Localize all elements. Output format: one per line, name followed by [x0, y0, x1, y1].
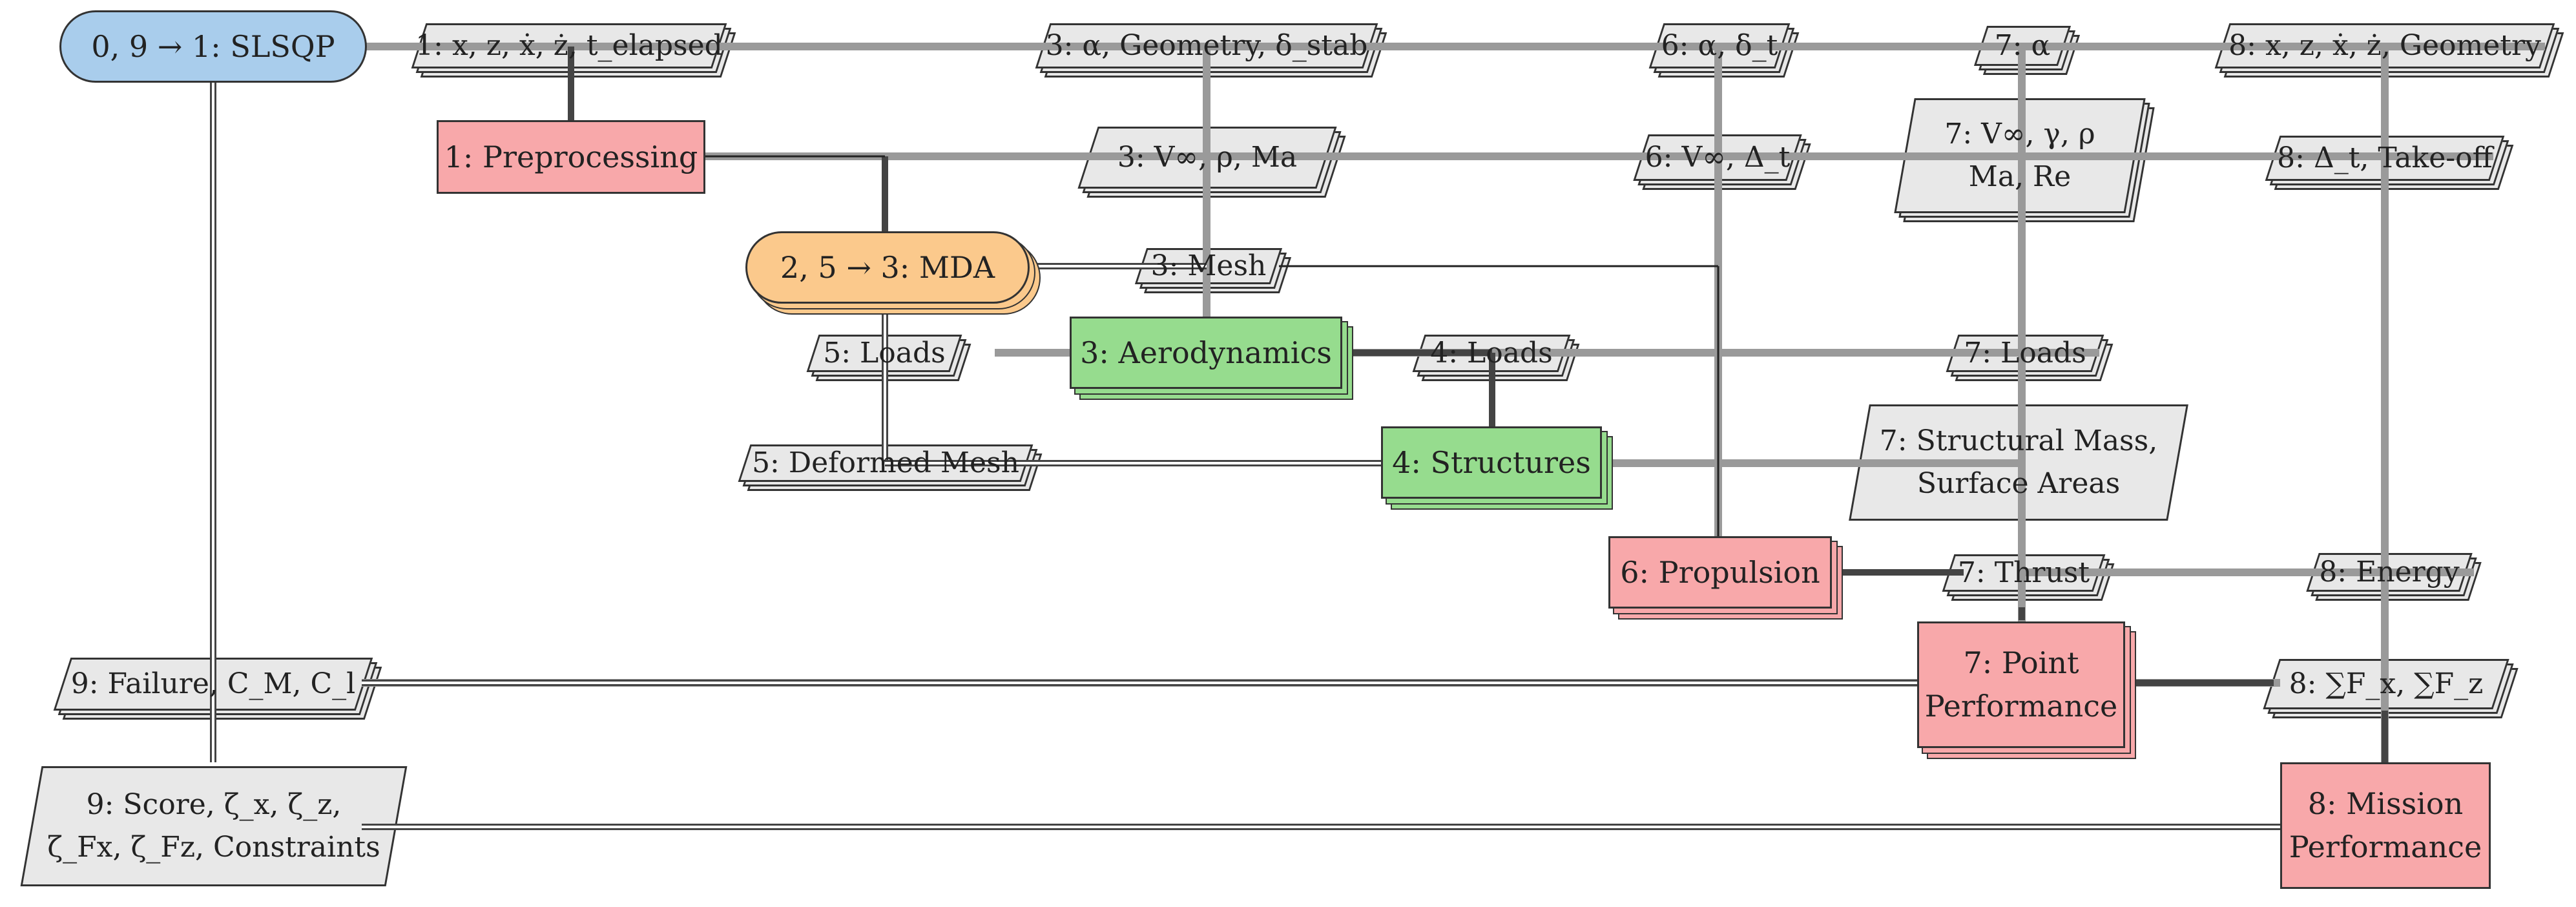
mda-node[interactable]: 2, 5 → 3: MDA — [745, 231, 1030, 304]
data-d6-alpha-dt: 6: α, δ_t — [1648, 23, 1800, 78]
data-d7-alpha-label: 7: α — [1994, 29, 2051, 62]
data-d9-failure-label: 9: Failure, C_M, C_l — [70, 667, 356, 700]
data-d3-alpha-geometry-label: 3: α, Geometry, δ_stab — [1045, 29, 1368, 62]
data-d6-vdt: 6: V∞, Δ_t — [1633, 134, 1811, 190]
data-d9-score: 9: Score, ζ_x, ζ_z, ζ_Fx, ζ_Fz, Constrai… — [20, 766, 408, 886]
data-d7-structural-mass: 7: Structural Mass, Surface Areas — [1849, 404, 2188, 521]
propulsion-node[interactable]: 6: Propulsion — [1608, 536, 1832, 609]
propulsion-label: 6: Propulsion — [1620, 554, 1820, 590]
data-d7-thrust: 7: Thrust — [1942, 554, 2115, 601]
preprocessing-label: 1: Preprocessing — [444, 139, 698, 174]
mission-performance-line1: 8: Mission — [2307, 786, 2464, 822]
aerodynamics-node[interactable]: 3: Aerodynamics — [1070, 317, 1342, 389]
data-d7-structural-mass-line1: 7: Structural Mass, — [1879, 424, 2158, 457]
data-d3-mesh-label: 3: Mesh — [1150, 249, 1267, 282]
point-performance-line2: Performance — [1924, 689, 2118, 724]
structures-label: 4: Structures — [1392, 444, 1591, 480]
mda-label: 2, 5 → 3: MDA — [780, 249, 995, 285]
data-d7-loads-label: 7: Loads — [1964, 337, 2086, 370]
data-d3-mesh: 3: Mesh — [1134, 248, 1292, 293]
aerodynamics-label: 3: Aerodynamics — [1080, 335, 1332, 370]
preprocessing-node[interactable]: 1: Preprocessing — [437, 120, 705, 194]
optimizer-label: 0, 9 → 1: SLSQP — [91, 28, 335, 64]
mission-performance-line2: Performance — [2289, 829, 2482, 864]
thin-connector-lines — [704, 155, 1719, 543]
data-d1-vars-label: 1: x, z, ẋ, ż, t_elapsed — [415, 29, 723, 62]
mission-performance-node[interactable]: 8: Mission Performance — [2280, 762, 2491, 889]
data-d8-takeoff: 8: Δ_t, Take-off — [2265, 136, 2514, 190]
point-performance-line1: 7: Point — [1963, 645, 2079, 681]
data-d8-takeoff-label: 8: Δ_t, Take-off — [2277, 141, 2493, 174]
data-d7-thrust-label: 7: Thrust — [1957, 556, 2090, 589]
data-d7-vgamma-line1: 7: V∞, γ, ρ — [1944, 118, 2095, 151]
data-d7-vgamma-line2: Ma, Re — [1968, 160, 2072, 193]
data-d9-score-line1: 9: Score, ζ_x, ζ_z, — [86, 788, 342, 821]
data-d4-loads: 4: Loads — [1412, 335, 1580, 381]
data-d8-energy: 8: Energy — [2306, 553, 2482, 601]
data-d7-alpha: 7: α — [1973, 26, 2081, 75]
data-d4-loads-label: 4: Loads — [1430, 337, 1553, 370]
data-d6-vdt-label: 6: V∞, Δ_t — [1645, 141, 1791, 174]
data-d8-energy-label: 8: Energy — [2319, 556, 2460, 589]
data-d1-vars: 1: x, z, ẋ, ż, t_elapsed — [411, 23, 736, 78]
data-d7-loads: 7: Loads — [1946, 335, 2114, 381]
data-d3-alpha-geometry: 3: α, Geometry, δ_stab — [1035, 23, 1387, 78]
data-d8-vars: 8: x, z, ẋ, ż, Geometry — [2214, 23, 2564, 78]
data-d8-vars-label: 8: x, z, ẋ, ż, Geometry — [2228, 29, 2541, 62]
optimizer-slsqp-node[interactable]: 0, 9 → 1: SLSQP — [59, 10, 367, 83]
data-d9-failure: 9: Failure, C_M, C_l — [53, 658, 382, 720]
structures-node[interactable]: 4: Structures — [1381, 426, 1602, 499]
data-d9-score-line2: ζ_Fx, ζ_Fz, Constraints — [47, 831, 380, 864]
data-d8-forces: 8: ∑F_x, ∑F_z — [2263, 659, 2519, 718]
data-d3-vrho-label: 3: V∞, ρ, Ma — [1117, 141, 1298, 174]
data-d5-deformed-mesh-label: 5: Deformed Mesh — [752, 446, 1019, 479]
data-d5-loads: 5: Loads — [806, 335, 971, 381]
process-flow-lines — [210, 47, 2388, 830]
data-d6-alpha-dt-label: 6: α, δ_t — [1661, 29, 1778, 62]
data-d5-deformed-mesh: 5: Deformed Mesh — [738, 444, 1043, 491]
data-d7-vgamma: 7: V∞, γ, ρ Ma, Re — [1894, 98, 2155, 222]
data-d8-forces-label: 8: ∑F_x, ∑F_z — [2289, 667, 2484, 700]
point-performance-node[interactable]: 7: Point Performance — [1917, 621, 2125, 748]
data-d7-structural-mass-line2: Surface Areas — [1916, 467, 2121, 500]
data-d5-loads-label: 5: Loads — [823, 337, 946, 370]
data-d3-vrho: 3: V∞, ρ, Ma — [1077, 127, 1346, 198]
